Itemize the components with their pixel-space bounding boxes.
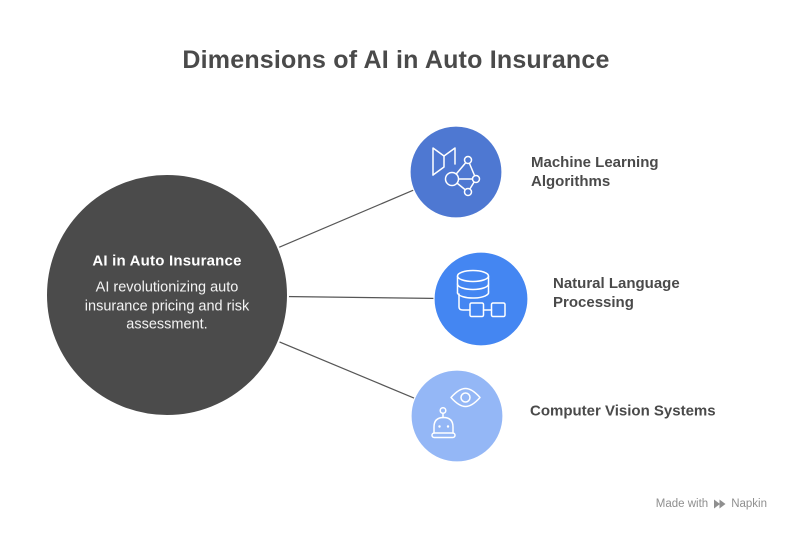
node-natural-language [433,251,529,347]
center-node-heading: AI in Auto Insurance [92,252,242,270]
node-label-natural-language: Natural Language Processing [553,275,680,311]
center-node-description: AI revolutionizing auto insurance pricin… [84,279,250,333]
node-circle-computer-vision [410,369,504,463]
center-node [45,173,289,417]
map-network-icon [432,147,481,197]
node-circle-natural-language [433,251,529,347]
watermark: Made with Napkin [656,498,767,510]
watermark-brand: Napkin [731,498,767,510]
center-circle [45,173,289,417]
center-node-text: AI in Auto Insurance AI revolutionizing … [57,252,277,334]
database-flow-icon [456,269,506,318]
napkin-logo-icon [714,499,726,509]
watermark-prefix: Made with [655,498,709,510]
node-machine-learning [409,125,503,219]
node-label-machine-learning: Machine Learning Algorithms [531,154,659,190]
node-circle-machine-learning [409,125,503,219]
eye-robot-icon [431,387,481,439]
page-title: Dimensions of AI in Auto Insurance [182,46,610,74]
node-label-computer-vision: Computer Vision Systems [530,402,716,420]
node-computer-vision [410,369,504,463]
